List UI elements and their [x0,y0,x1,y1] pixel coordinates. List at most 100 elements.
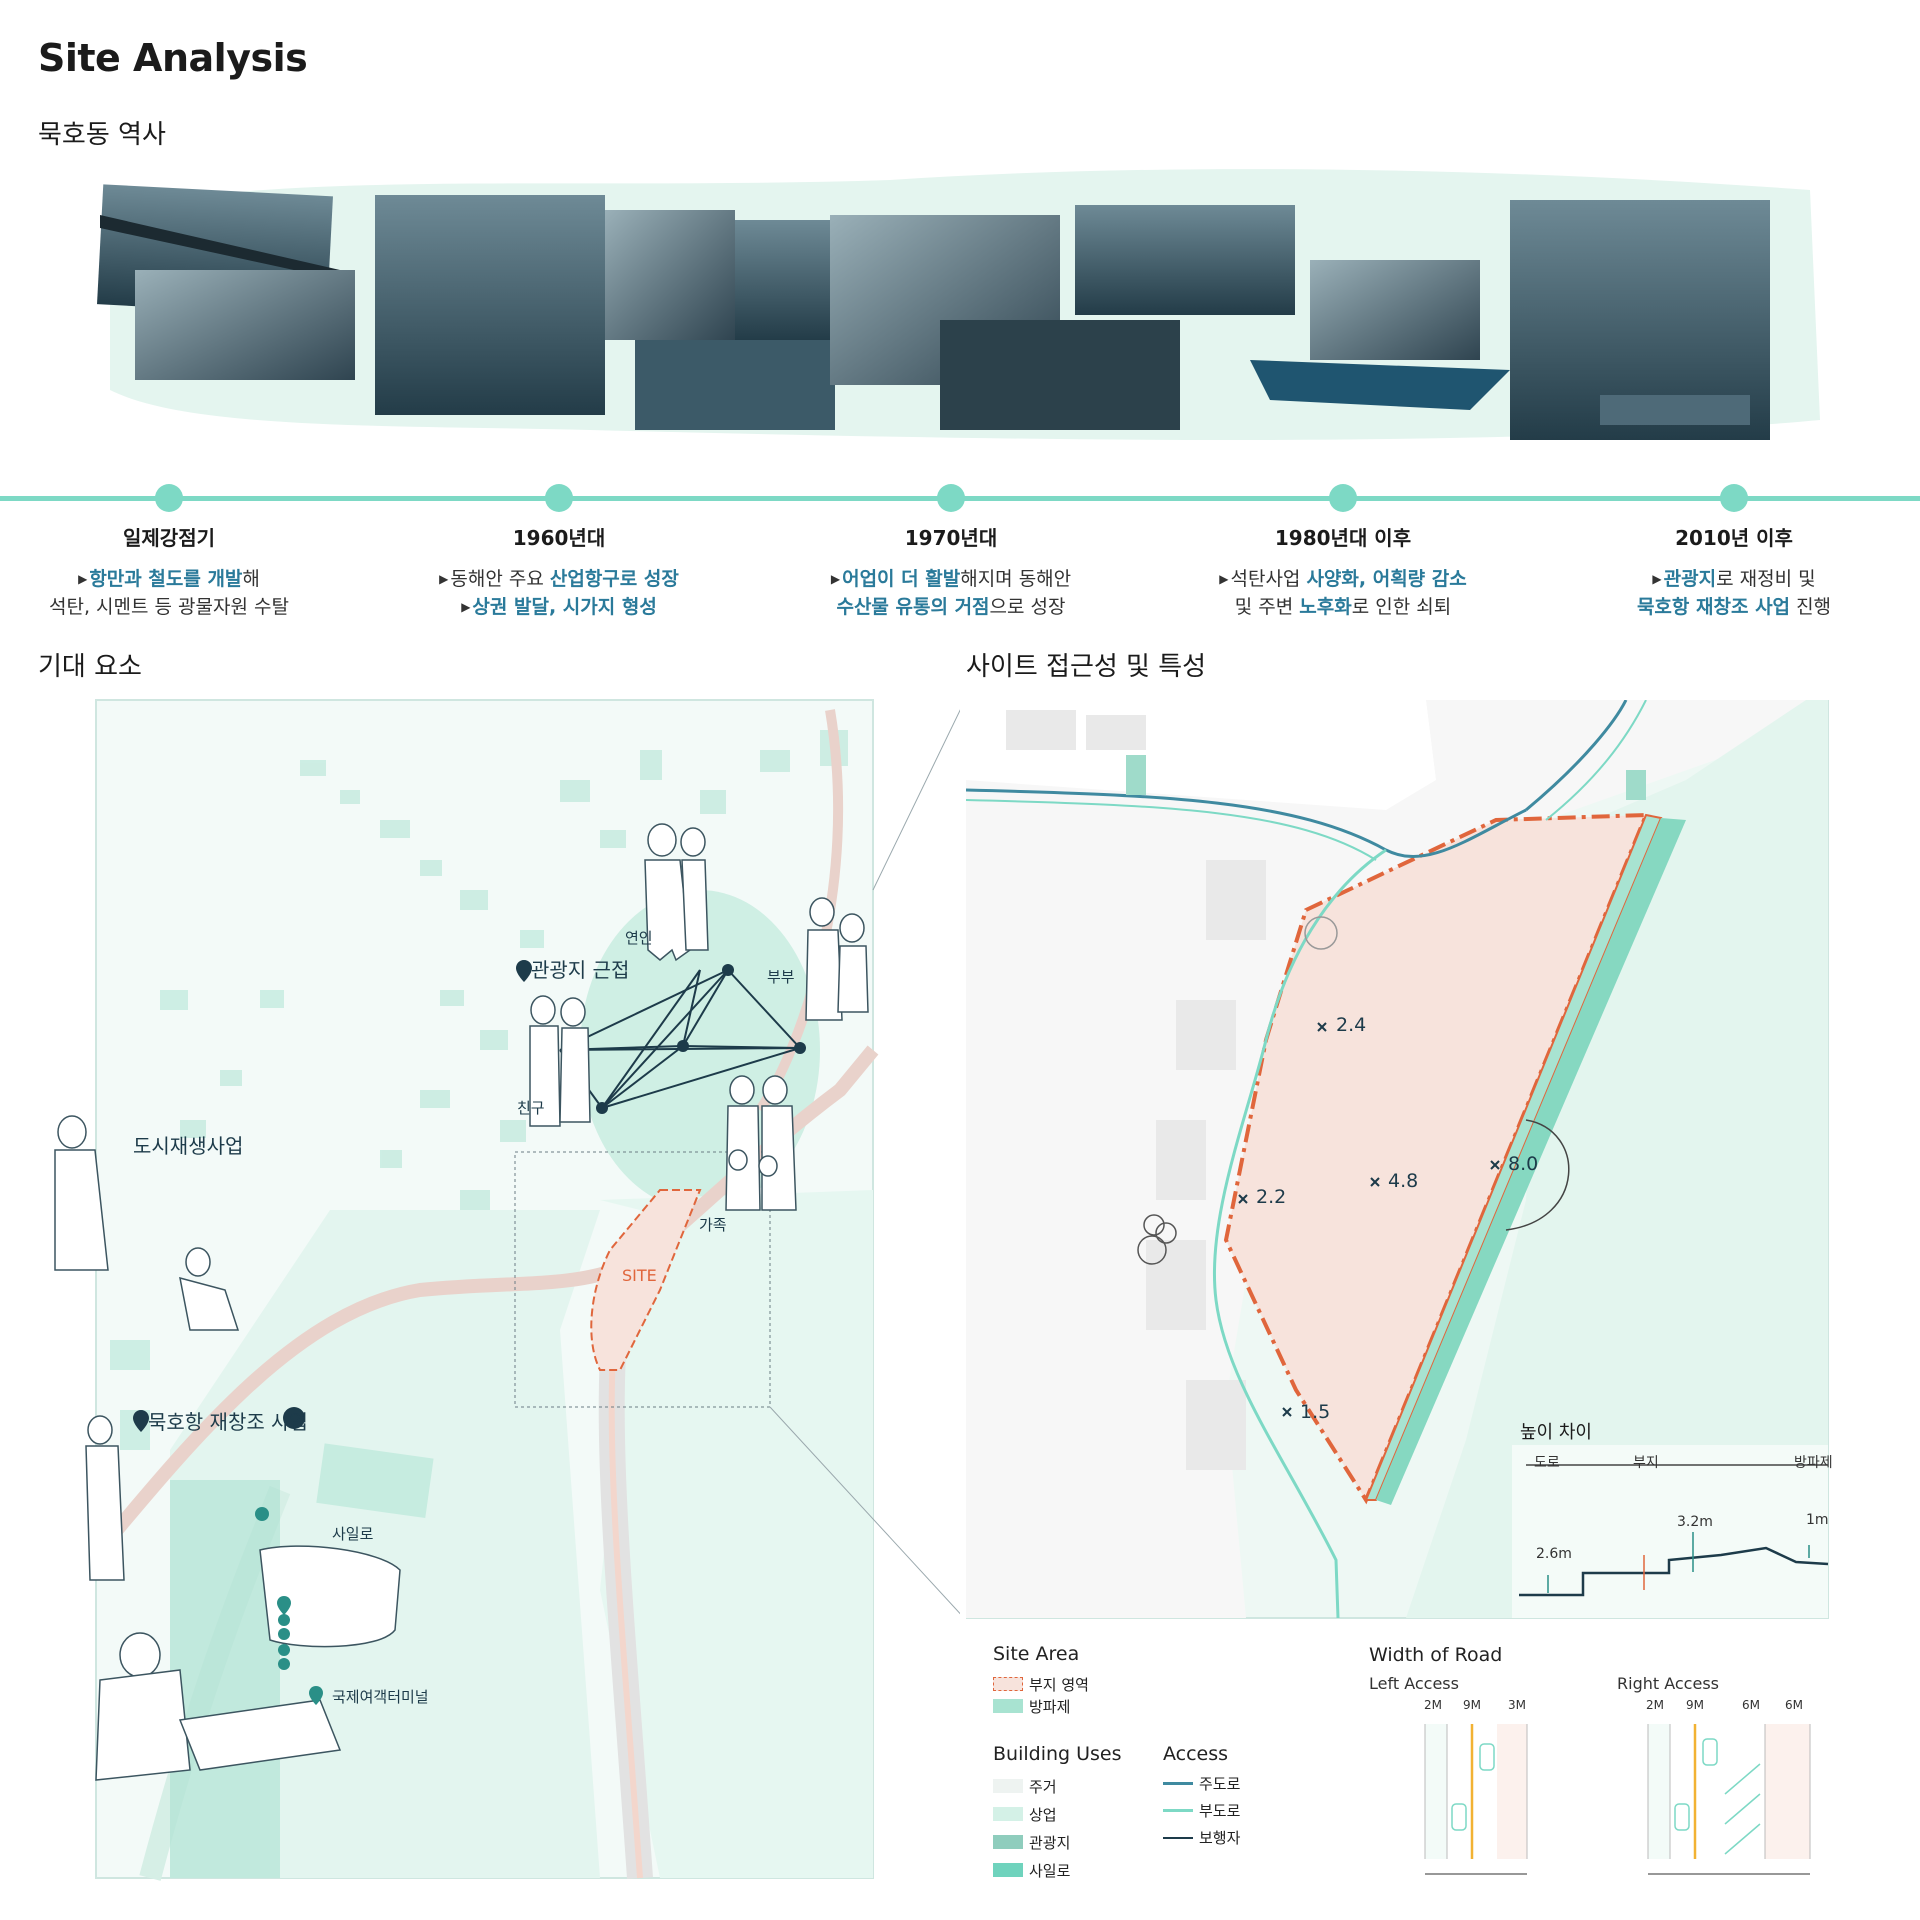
section-zone-site: 부지 [1633,1455,1659,1471]
label-family: 가족 [699,1216,727,1234]
era-highlight-text: 항만과 철도를 [89,568,208,590]
era-title: 1960년대 [512,526,606,550]
bullet-triangle-icon: ▶ [439,572,449,586]
legend-building-uses-title: Building Uses [993,1743,1122,1765]
site-area-swatch [993,1677,1023,1691]
bullet-triangle-icon: ▶ [830,572,841,586]
era-description-line: 수산물 유통의 거점으로 성장 [771,593,1131,621]
era-text: 해지며 동해안 [960,568,1072,590]
road-width-label: 2M [1646,1698,1664,1712]
era-description-line: ▶동해안 주요 산업항구로 성장 [379,565,739,593]
legend-label: 주거 [1029,1777,1057,1796]
legend-item: 방파제 [993,1695,1089,1717]
era-title: 1970년대 [904,526,998,550]
road-section-diagrams [1424,1724,1811,1875]
era-text: 로 인한 쇠퇴 [1351,596,1452,618]
legend-item: 주거 [993,1772,1070,1800]
timeline-dot [937,484,965,512]
timeline-dot [1720,484,1748,512]
era-highlight-text: 개발 [207,568,243,590]
history-photo-collage [97,169,1820,440]
label-lovers: 연인 [625,929,653,947]
era-highlight-text: 어업이 더 활발 [842,568,961,590]
legend-item: 사일로 [993,1856,1070,1884]
context-map [54,699,960,1881]
legend-label: 보행자 [1199,1829,1241,1847]
label-saillo: 사일로 [332,1525,374,1543]
era-text: 및 주변 [1234,596,1300,618]
legend-item: 주도로 [1163,1770,1240,1797]
bullet-triangle-icon: ▶ [78,572,88,586]
era-highlight-text: 묵호항 재창조 사업 [1636,596,1791,618]
legend-item: 관광지 [993,1828,1070,1856]
spot-height: 1.5 [1300,1401,1331,1423]
section-title: 높이 차이 [1520,1422,1592,1443]
era-text: 로 재정비 및 [1716,568,1816,590]
section-zone-road: 도로 [1534,1455,1560,1471]
era-highlight-text: 관광지 [1663,568,1717,590]
section-zone-breakwater: 방파제 [1794,1455,1833,1471]
residential-swatch [993,1779,1023,1793]
legend-label: 방파제 [1029,1697,1071,1716]
road-left-access-label: Left Access [1369,1674,1459,1693]
access-heading: 사이트 접근성 및 특성 [966,652,1207,682]
legend-label: 주도로 [1199,1775,1241,1793]
pedestrian-swatch [1163,1836,1193,1839]
spot-height: 2.2 [1256,1186,1287,1208]
road-width-label: 6M [1785,1698,1803,1712]
road-width-label: 3M [1508,1698,1526,1712]
bullet-triangle-icon: ▶ [1652,572,1662,586]
era-text: 진행 [1790,596,1832,618]
legend-access: 주도로 부도로 보행자 [1163,1770,1240,1851]
page-title: Site Analysis [38,36,308,80]
era-description-line: 묵호항 재창조 사업 진행 [1554,593,1914,621]
road-width-label: 2M [1424,1698,1442,1712]
spot-height: 2.4 [1336,1014,1367,1036]
section-height-site: 3.2m [1677,1514,1713,1530]
era-text: 해 [242,568,260,590]
bullet-triangle-icon: ▶ [461,600,471,614]
legend-site-area: 부지 영역 방파제 [993,1673,1089,1717]
legend-label: 관광지 [1029,1833,1071,1852]
road-width-title: Width of Road [1369,1644,1503,1666]
label-tourism-proximity: 관광지 근접 [531,958,630,982]
main-road-swatch [1163,1782,1193,1785]
era-description-line: ▶항만과 철도를 개발해 [0,565,349,593]
site-access-map [966,700,1829,1619]
era-highlight-text: 상권 발달, 시가지 형성 [472,596,657,618]
road-right-access-label: Right Access [1617,1674,1719,1693]
era-highlight-text: 산업항구로 성장 [549,568,679,590]
era-text: 석탄사업 [1230,568,1307,590]
commercial-swatch [993,1807,1023,1821]
era-title: 1980년대 이후 [1274,526,1412,550]
section-height-road: 2.6m [1536,1546,1572,1562]
label-site: SITE [622,1266,657,1285]
road-width-label: 9M [1463,1698,1481,1712]
legend-access-title: Access [1163,1743,1229,1765]
spot-height: 8.0 [1508,1153,1539,1175]
label-port-rebuild: 묵호항 재창조 사업 [148,1410,308,1434]
era-highlight-text: 노후화 [1299,596,1352,618]
legend-label: 사일로 [1029,1861,1071,1880]
legend-item: 보행자 [1163,1824,1240,1851]
era-text: 으로 성장 [989,596,1066,618]
label-friends: 친구 [517,1099,545,1117]
era-title: 일제강점기 [123,526,215,550]
legend-label: 부지 영역 [1029,1675,1089,1694]
era-description-line: ▶관광지로 재정비 및 [1554,565,1914,593]
sub-road-swatch [1163,1809,1193,1812]
legend-item: 상업 [993,1800,1070,1828]
saillo-swatch [993,1863,1023,1877]
era-highlight-text: 사양화, 어획량 감소 [1306,568,1467,590]
timeline-dot [155,484,183,512]
era-description-line: ▶상권 발달, 시가지 형성 [379,593,739,621]
label-urban-regeneration: 도시재생사업 [133,1134,244,1158]
label-ferry-terminal: 국제여객터미널 [332,1688,429,1706]
timeline-dot [1329,484,1357,512]
era-text: 동해안 주요 [450,568,550,590]
legend-site-area-title: Site Area [993,1643,1080,1665]
